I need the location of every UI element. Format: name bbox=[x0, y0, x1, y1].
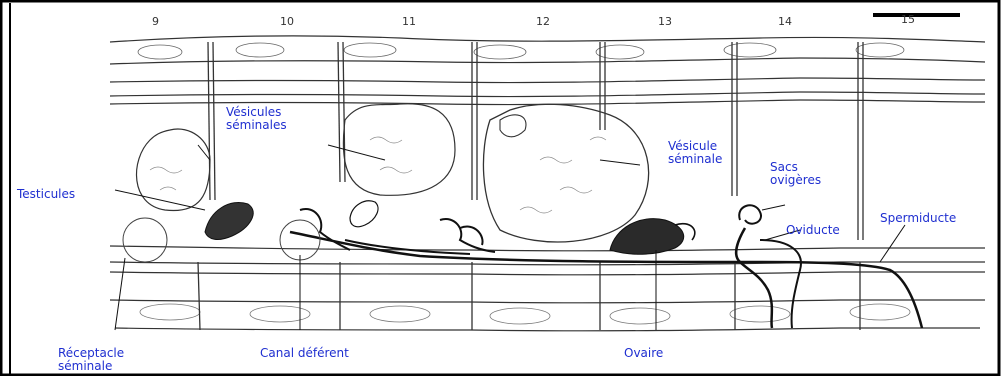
label-sacs-ovigeres: Sacs ovigères bbox=[770, 161, 821, 187]
segment-number: 13 bbox=[658, 15, 672, 28]
seminal-vesicle-left bbox=[136, 129, 210, 210]
label-vesicules-seminales: Vésicules séminales bbox=[226, 106, 287, 132]
septa bbox=[198, 42, 863, 330]
segment-number: 14 bbox=[778, 15, 792, 28]
label-receptacle-seminale: Réceptacle séminale bbox=[58, 347, 124, 373]
dorsal-body-wall bbox=[110, 36, 985, 105]
segment-number: 12 bbox=[536, 15, 550, 28]
label-testicules: Testicules bbox=[17, 188, 75, 201]
dorsal-texture bbox=[138, 43, 904, 59]
ventral-body-wall bbox=[110, 246, 985, 331]
ventral-texture bbox=[140, 304, 910, 324]
oviduct bbox=[736, 228, 772, 328]
segment-number: 9 bbox=[152, 15, 159, 28]
label-ovaire: Ovaire bbox=[624, 347, 663, 360]
sperm-funnels bbox=[300, 209, 801, 328]
segment-number: 10 bbox=[280, 15, 294, 28]
ovary-body bbox=[610, 219, 684, 255]
segment-number: 11 bbox=[402, 15, 416, 28]
label-oviducte: Oviducte bbox=[786, 224, 840, 237]
label-spermiducte: Spermiducte bbox=[880, 212, 956, 225]
seminal-vesicle-middle bbox=[343, 104, 455, 196]
segment-number: 15 bbox=[901, 13, 915, 26]
vesicle-texture bbox=[150, 137, 606, 213]
label-canal-deferent: Canal déférent bbox=[260, 347, 349, 360]
label-vesicule-seminale: Vésicule séminale bbox=[668, 140, 722, 166]
testicle bbox=[205, 202, 253, 239]
egg-sac bbox=[739, 205, 761, 223]
seminal-vesicle-large bbox=[483, 104, 648, 242]
testicle-2 bbox=[350, 201, 378, 227]
